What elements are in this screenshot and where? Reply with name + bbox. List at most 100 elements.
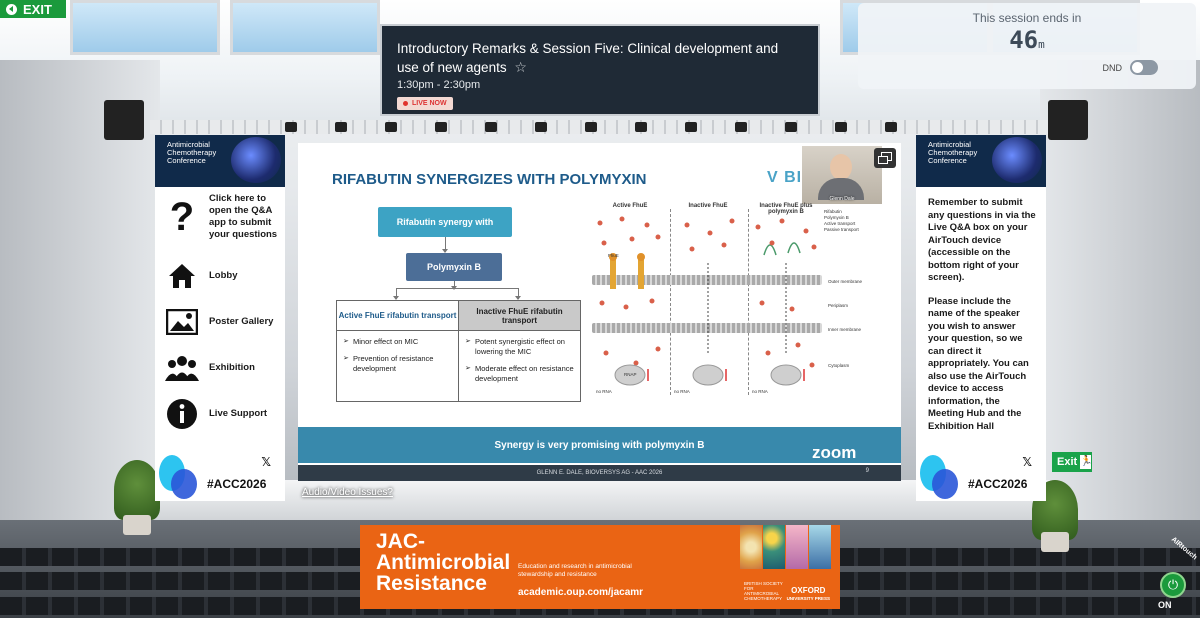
plant (114, 460, 160, 520)
bioversys-logo: V BI (767, 169, 803, 186)
conference-name-line: Chemotherapy (928, 148, 978, 157)
live-badge-label: LIVE NOW (412, 100, 447, 107)
airtouch-device-button[interactable]: AIRtouch ⏻ ON (1154, 536, 1198, 612)
dnd-toggle[interactable] (1130, 60, 1158, 75)
slide-page-number: 9 (865, 468, 869, 474)
conference-name-line: Antimicrobial (167, 140, 210, 149)
banner-footer: 𝕏 #ACC2026 (155, 453, 285, 501)
flow-arrow (442, 237, 448, 253)
table-header: Inactive FhuE rifabutin transport (458, 300, 581, 331)
flow-arrow (393, 288, 399, 300)
zoom-watermark: zoom (812, 443, 857, 462)
lobby-link[interactable]: Lobby (155, 259, 238, 293)
rna-label: no RNA (752, 389, 768, 394)
spotlight (535, 122, 547, 132)
spotlight (635, 122, 647, 132)
speaker-webcam: Glenn Dale (802, 146, 882, 204)
spotlight (735, 122, 747, 132)
conference-name-line: Conference (167, 156, 206, 165)
conference-name-line: Conference (928, 156, 967, 165)
ad-image-tile (740, 525, 762, 569)
outer-membrane (592, 275, 822, 285)
qa-app-label: Click here to open the Q&A app to submit… (209, 193, 278, 240)
spotlight (585, 122, 597, 132)
exhibition-exit-sign[interactable]: Exit 🏃 (1052, 452, 1093, 472)
ad-image-tile (763, 525, 785, 569)
timer-unit: m (1038, 38, 1045, 51)
table-header: Active FhuE rifabutin transport (336, 300, 459, 331)
conference-logo-icon (159, 455, 197, 499)
table-cell: Potent synergistic effect on lowering th… (458, 330, 581, 402)
legend-item: Rifabutin (824, 209, 842, 214)
flow-box-rifabutin: Rifabutin synergy with (378, 207, 512, 237)
conference-header: Antimicrobial Chemotherapy Conference (916, 135, 1046, 187)
ad-image-tile (786, 525, 808, 569)
exhibition-link[interactable]: Exhibition (155, 351, 255, 385)
layer-label: Periplasm (828, 303, 849, 308)
flow-box-polymyxin: Polymyxin B (406, 253, 502, 281)
airtouch-status: ON (1158, 600, 1172, 610)
inner-membrane (592, 323, 822, 333)
jac-amr-advert[interactable]: JAC- Antimicrobial Resistance Education … (360, 525, 840, 609)
ad-title: JAC- Antimicrobial Resistance (376, 531, 510, 594)
rna-label: no RNA (674, 389, 690, 394)
session-timer-panel: This session ends in 46m DND (858, 3, 1196, 89)
ad-title-line: Antimicrobial (376, 551, 511, 574)
instruction-paragraph: Remember to submit any questions in via … (928, 197, 1036, 283)
spotlight (385, 122, 397, 132)
lighting-truss (150, 120, 1050, 134)
publisher-line: OXFORD (791, 586, 826, 595)
favorite-star-icon[interactable]: ☆ (514, 59, 527, 75)
diagram-separator (670, 209, 671, 395)
info-icon (165, 397, 199, 431)
dnd-control: DND (1102, 60, 1158, 75)
ad-society-logo: BRITISH SOCIETY FOR ANTIMICROBIAL CHEMOT… (744, 581, 783, 601)
session-title-row: Introductory Remarks & Session Five: Cli… (397, 40, 803, 77)
timer-minutes: 46 (1009, 26, 1039, 54)
exit-button[interactable]: EXIT (0, 0, 66, 18)
session-banner: Introductory Remarks & Session Five: Cli… (380, 24, 820, 116)
conference-photo (992, 137, 1042, 183)
poster-gallery-link[interactable]: Poster Gallery (155, 305, 273, 339)
banner-footer: 𝕏 #ACC2026 (916, 453, 1046, 501)
spotlight (785, 122, 797, 132)
diagram-separator (748, 209, 749, 395)
dnd-label: DND (1102, 62, 1123, 73)
instruction-paragraph: Please include the name of the speaker y… (928, 295, 1029, 432)
publisher-line: UNIVERSITY PRESS (786, 596, 830, 601)
fhue-comparison-table: Active FhuE rifabutin transport Inactive… (336, 300, 581, 402)
qa-app-link[interactable]: ? Click here to open the Q&A app to subm… (155, 193, 281, 241)
hashtag: #ACC2026 (207, 477, 267, 491)
mechanism-diagram: Active FhuE Inactive FhuE Inactive FhuE … (592, 203, 882, 399)
qa-instructions: Remember to submit any questions in via … (916, 187, 1046, 433)
right-info-banner: Antimicrobial Chemotherapy Conference Re… (916, 135, 1046, 501)
timer-label: This session ends in (972, 11, 1082, 25)
speaker-body (818, 178, 864, 200)
x-social-icon[interactable]: 𝕏 (261, 455, 271, 469)
session-title: Introductory Remarks & Session Five: Cli… (397, 41, 779, 75)
audio-video-issues-link[interactable]: Audio/Video Issues? (302, 487, 393, 498)
diagram-legend: Rifabutin Polymyxin B Active transport P… (824, 209, 859, 233)
legend-item: Active transport (824, 221, 856, 226)
table-bullet: Prevention of resistance development (343, 354, 454, 374)
layer-label: Outer membrane (828, 279, 863, 284)
spotlight (835, 122, 847, 132)
plant-pot (1041, 532, 1069, 552)
popout-window-icon[interactable] (874, 148, 896, 168)
exit-button-label: EXIT (23, 1, 52, 17)
exit-sign-label: Exit (1057, 456, 1078, 468)
live-support-link[interactable]: Live Support (155, 397, 267, 431)
diagram-artwork (597, 216, 817, 386)
table-bullet: Moderate effect on resistance developmen… (465, 364, 576, 384)
speaker (104, 100, 144, 140)
x-social-icon[interactable]: 𝕏 (1022, 455, 1032, 469)
home-icon (165, 259, 199, 293)
running-person-icon: 🏃 (1080, 455, 1093, 469)
spotlight (435, 122, 447, 132)
speaker-head (830, 154, 852, 180)
conference-logo-icon (920, 455, 958, 499)
layer-label: Cytoplasm (828, 363, 850, 368)
slide-title: RIFABUTIN SYNERGIZES WITH POLYMYXIN (332, 171, 647, 188)
skylight (230, 0, 380, 55)
diagram-column-label: Inactive FhuE plus polymyxin B (759, 203, 813, 215)
